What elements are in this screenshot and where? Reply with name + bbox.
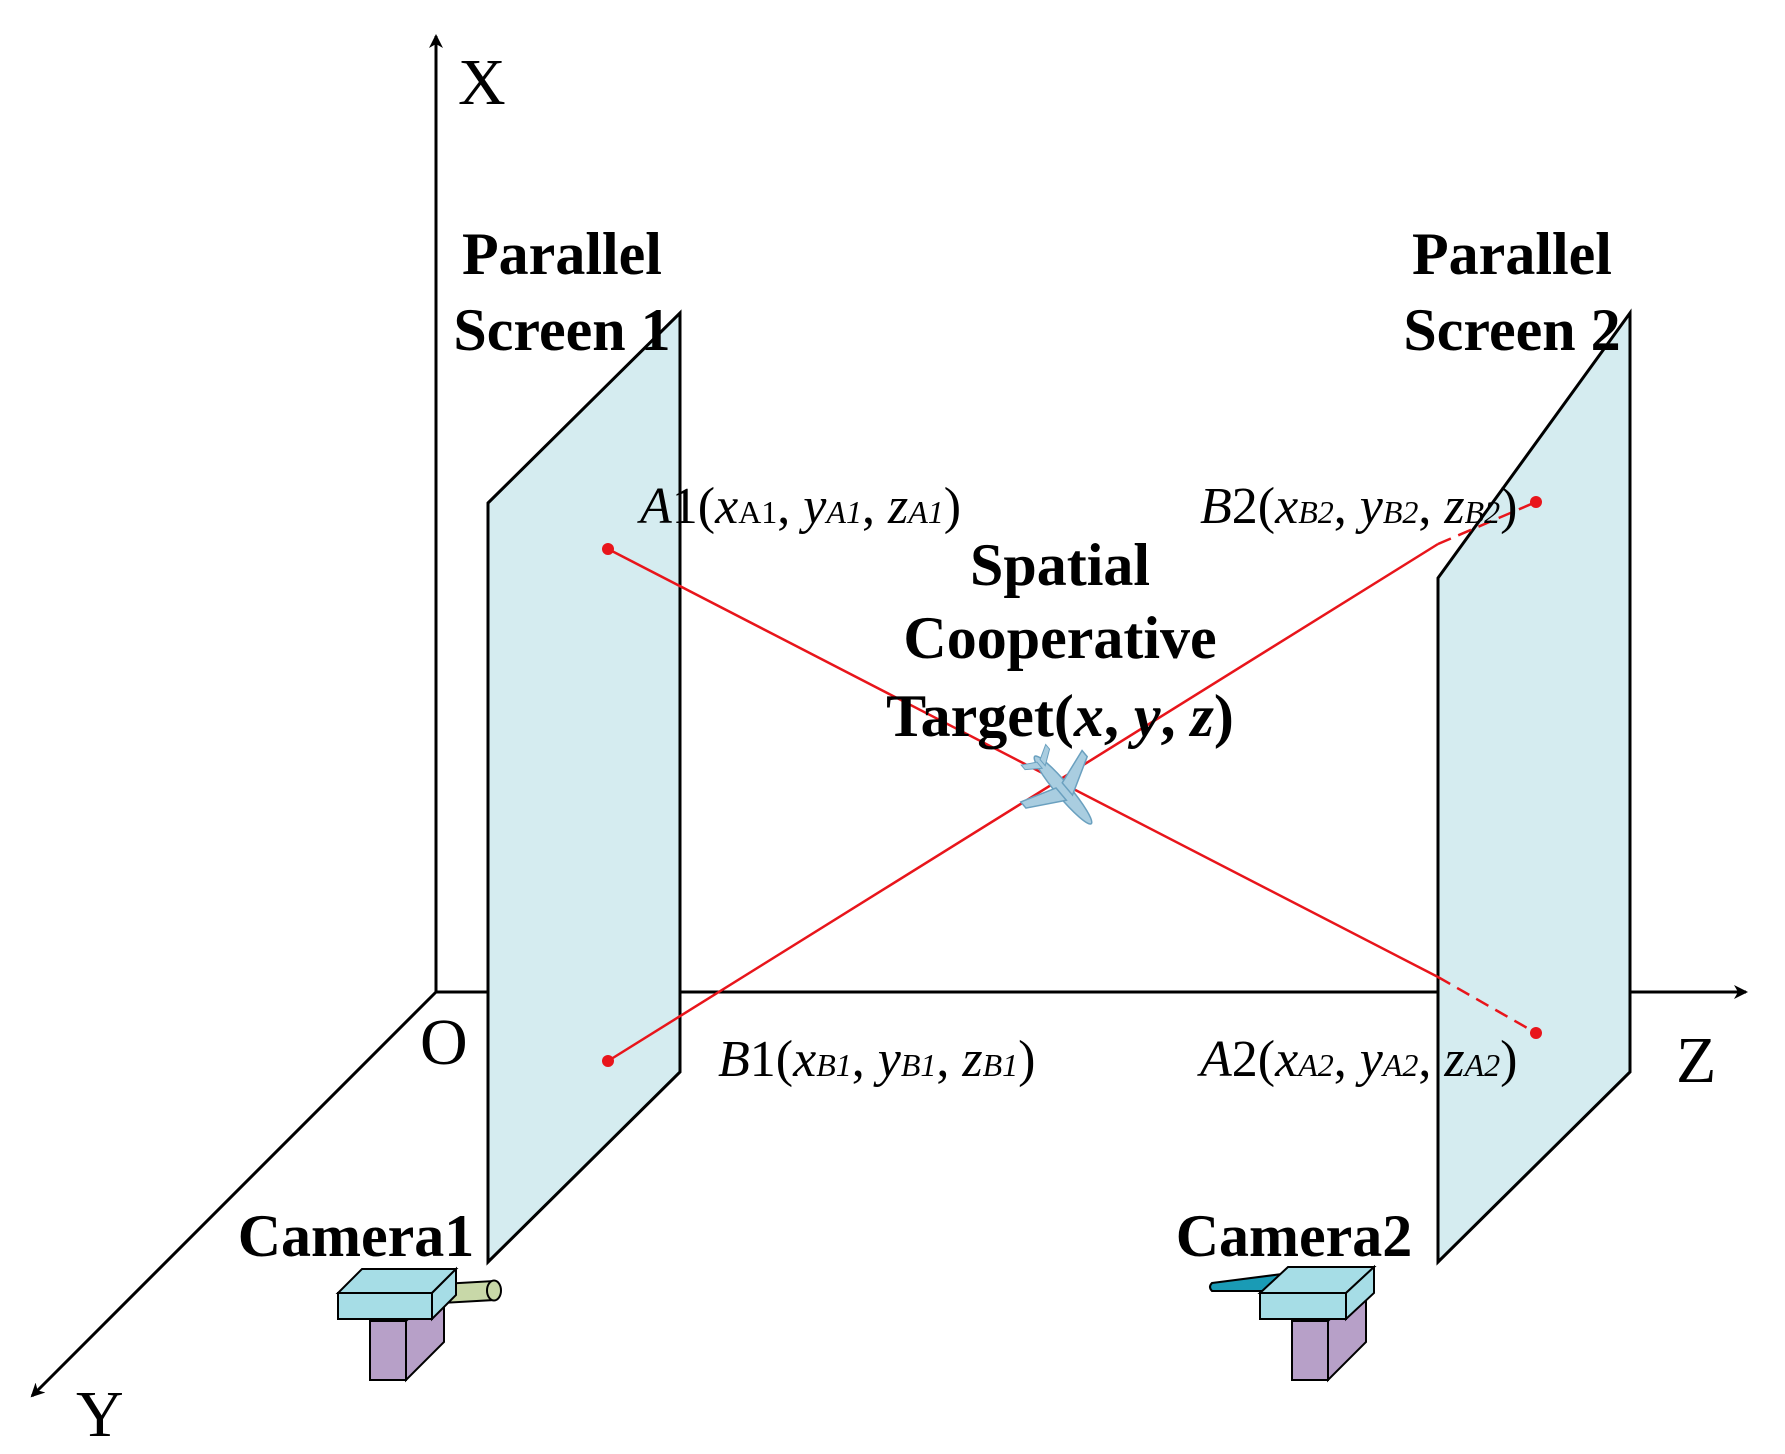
screen-2-title-line-2: Screen 2 <box>1403 297 1620 363</box>
ray-a1-a2-hidden <box>1437 975 1537 1035</box>
camera-2-label: Camera2 <box>1176 1203 1413 1269</box>
camera-1-icon <box>335 1266 502 1383</box>
origin-label: O <box>420 1006 468 1079</box>
z-axis-label: Z <box>1676 1024 1716 1097</box>
y-axis-label: Y <box>76 1378 124 1451</box>
target-title-line-1: Spatial <box>970 532 1150 598</box>
x-axis-label: X <box>458 46 506 119</box>
point-b1-label: B1(xB1, yB1, zB1) <box>718 1031 1036 1088</box>
camera-1-label: Camera1 <box>238 1203 475 1269</box>
point-b1-dot <box>602 1055 614 1067</box>
camera-2-icon <box>1209 1264 1377 1383</box>
ray-a1-a2 <box>607 547 1439 979</box>
parallel-screen-1 <box>486 309 682 1266</box>
y-axis <box>30 990 438 1398</box>
parallel-screen-2 <box>1436 308 1632 1266</box>
point-a1-dot <box>602 543 614 555</box>
target-title-line-3: Target(x, y, z) <box>886 683 1234 749</box>
ray-b1-b2-hidden <box>1437 500 1537 546</box>
point-a2-label: A2(xA2, yA2, zA2) <box>1197 1031 1518 1088</box>
screen-2-title-line-1: Parallel <box>1412 221 1612 287</box>
point-a1-label: A1(xA1, yA1, zA1) <box>637 478 961 535</box>
point-b2-label: B2(xB2, yB2, zB2) <box>1200 478 1518 535</box>
screen-1-title-line-2: Screen 1 <box>453 297 670 363</box>
point-a2-dot <box>1530 1027 1542 1039</box>
target-title-line-2: Cooperative <box>903 605 1216 671</box>
ray-points <box>602 496 1542 1067</box>
point-b2-dot <box>1530 496 1542 508</box>
airplane-icon <box>1019 743 1093 825</box>
screen-1-title-line-1: Parallel <box>462 221 662 287</box>
